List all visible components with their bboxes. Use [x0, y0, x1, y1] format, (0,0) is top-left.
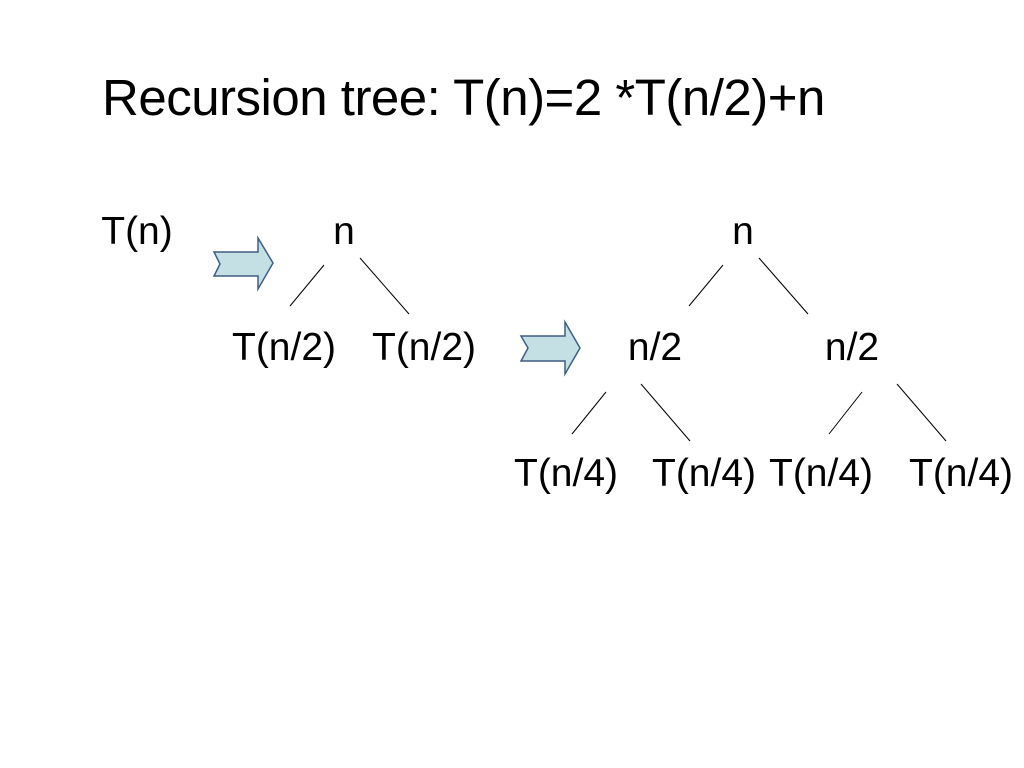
step2-root-label: n [732, 210, 754, 253]
step2-child-label: n/2 [627, 326, 683, 369]
start-node-label: T(n) [101, 210, 173, 253]
tree-edge [896, 383, 947, 442]
step2-grandchild-label: T(n/4) [908, 452, 1014, 495]
tree-edge [758, 257, 809, 315]
step2-grandchild-label: T(n/4) [768, 452, 874, 495]
step1-root-label: n [333, 210, 355, 253]
tree-edge [688, 264, 724, 307]
right-arrow-icon [212, 235, 274, 292]
step1-child-label: T(n/2) [231, 326, 337, 369]
tree-edge [571, 391, 607, 435]
tree-edge [359, 257, 410, 315]
tree-edge [640, 383, 691, 442]
step1-child-label: T(n/2) [371, 326, 477, 369]
right-arrow-icon [519, 319, 581, 377]
step2-grandchild-label: T(n/4) [651, 452, 757, 495]
tree-edge [289, 264, 325, 307]
step2-grandchild-label: T(n/4) [513, 452, 619, 495]
tree-edge [828, 391, 863, 435]
step2-child-label: n/2 [824, 326, 880, 369]
slide-title: Recursion tree: T(n)=2 *T(n/2)+n [102, 69, 825, 126]
